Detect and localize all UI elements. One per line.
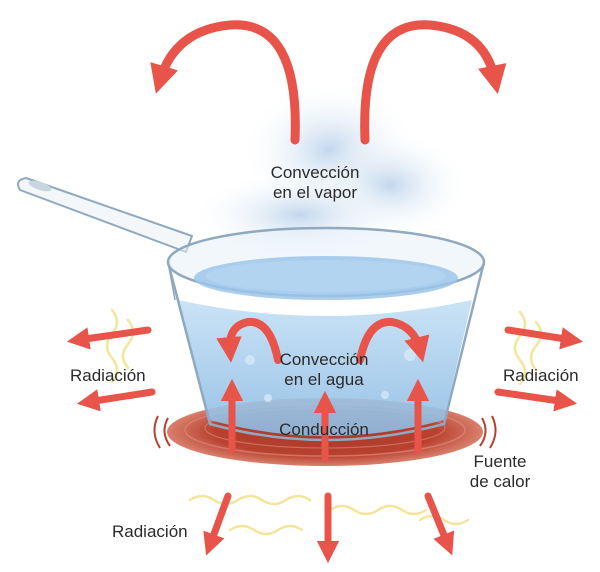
arrow-icon	[203, 492, 232, 556]
heat-source-line2: de calor	[469, 472, 531, 491]
conduction-label: Conducción	[279, 420, 369, 439]
water-convection-label: Convección en el agua	[266, 350, 382, 390]
arrow-icon	[150, 20, 300, 145]
heat-waves	[105, 308, 543, 536]
water-convection-line1: Convección	[279, 350, 369, 369]
radiation-arrows-bottom	[203, 492, 455, 564]
water-convection-arrows	[216, 317, 430, 364]
radiation-left-label: Radiación	[70, 366, 146, 385]
arrow-icon	[360, 20, 507, 145]
arrow-icon	[424, 492, 455, 556]
radiation-right-label: Radiación	[503, 366, 579, 385]
arrow-icon	[494, 388, 578, 412]
vapor-convection-line1: Convección	[270, 163, 360, 182]
radiation-bottom-label: Radiación	[112, 522, 188, 541]
water-convection-line2: en el agua	[284, 370, 364, 389]
radiation-arrows-right	[494, 326, 584, 412]
radiation-arrows-left	[66, 326, 156, 412]
arrow-icon	[66, 326, 152, 350]
heat-source-line1: Fuente	[473, 452, 527, 471]
vapor-convection-line2: en el vapor	[272, 183, 358, 202]
conduction-arrows	[220, 378, 430, 462]
saucepan-icon	[17, 177, 486, 442]
vapor-convection-arrows	[150, 20, 507, 145]
arrow-icon	[216, 317, 282, 364]
arrow-icon	[356, 317, 430, 364]
arrow-icon	[504, 326, 584, 350]
heat-source-label: Fuente de calor	[462, 452, 538, 492]
vapor-convection-label: Convección en el vapor	[260, 163, 370, 203]
arrow-icon	[76, 388, 156, 412]
